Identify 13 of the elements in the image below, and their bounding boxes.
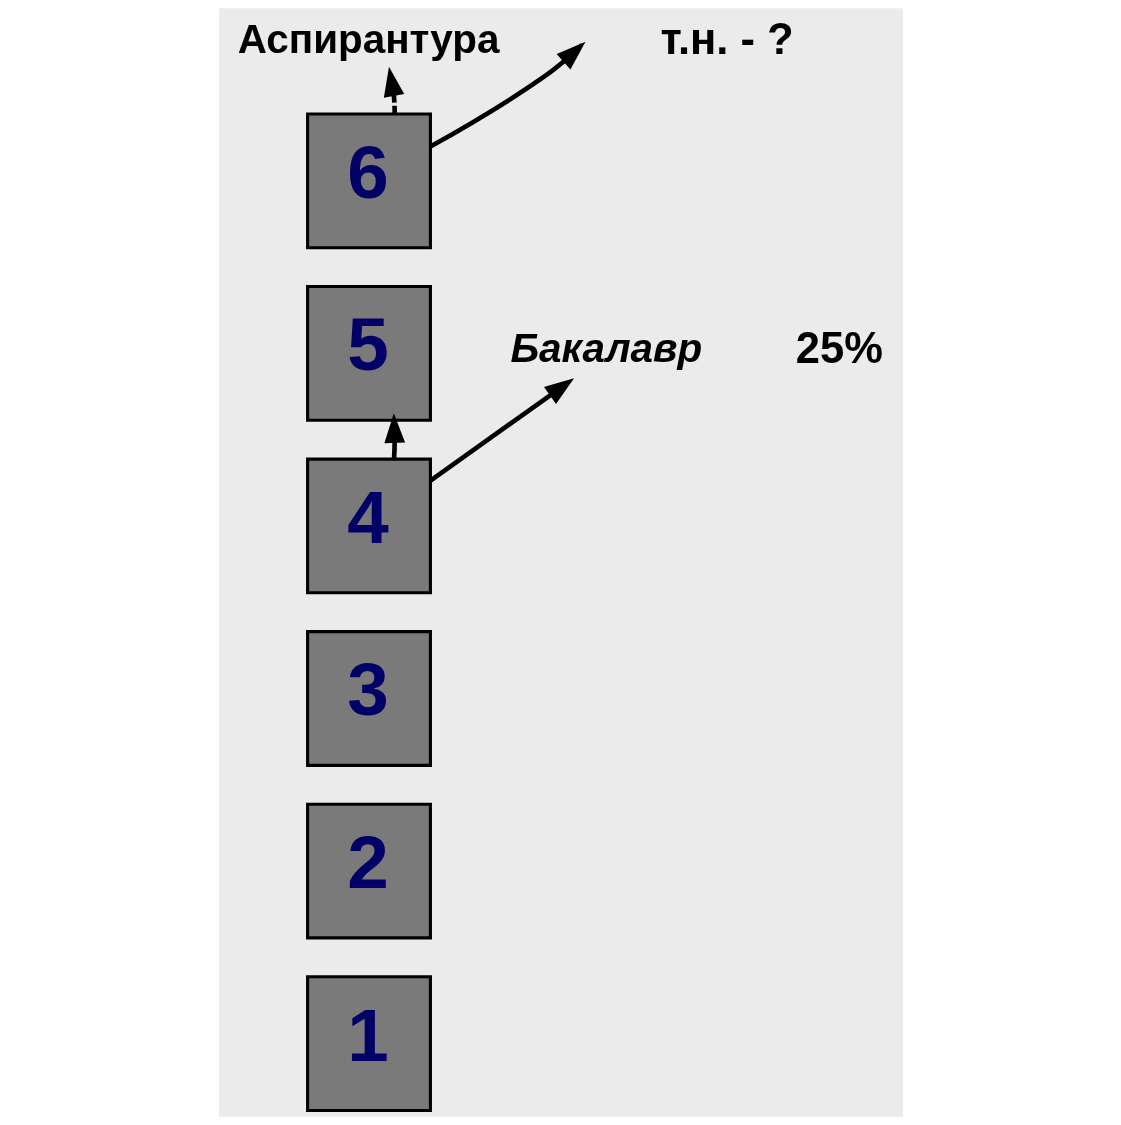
label: 25%	[795, 323, 883, 372]
arrow	[383, 413, 405, 460]
node-box: 1	[305, 975, 432, 1113]
node-box: 4	[305, 457, 432, 595]
node-box: 6	[305, 112, 432, 250]
node-text: Бакалавр	[509, 324, 702, 371]
label: т.н. - ?	[659, 15, 794, 64]
node-box: 3	[305, 630, 432, 767]
node-box: 2	[305, 802, 432, 940]
node-box: 5	[305, 285, 432, 422]
node-text: Аспирантура	[237, 16, 499, 63]
arrow	[429, 378, 574, 483]
arrow	[383, 66, 404, 114]
